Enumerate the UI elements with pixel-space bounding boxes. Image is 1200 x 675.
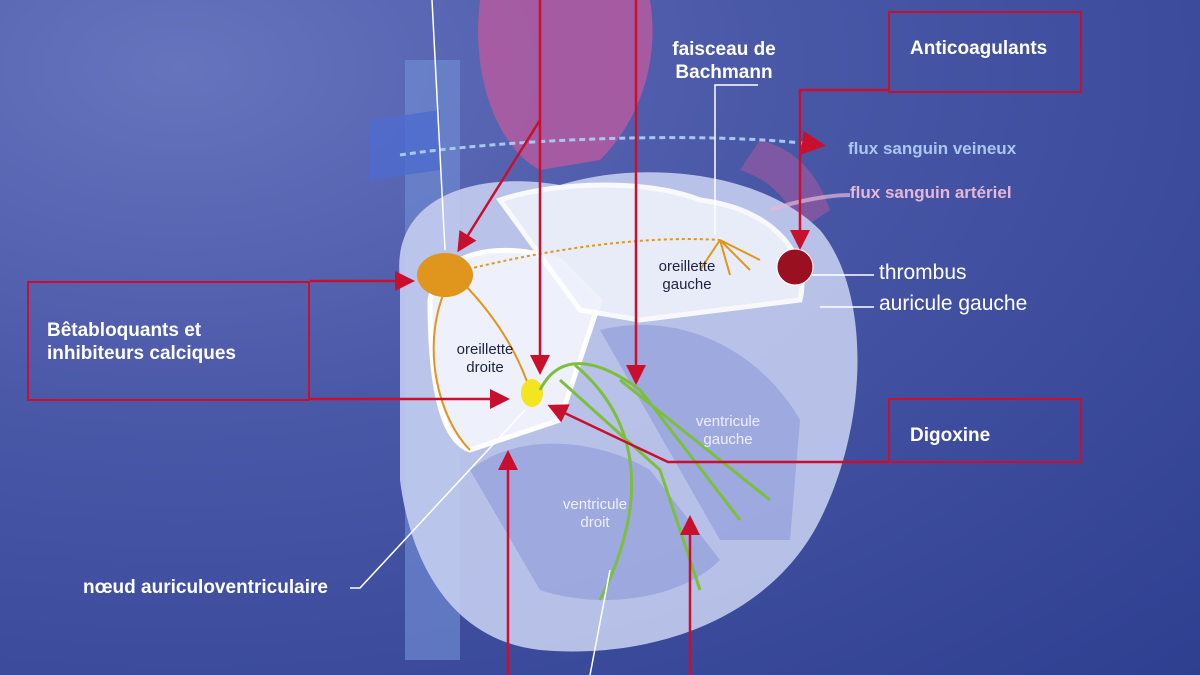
faisceau-label: faisceau de Bachmann — [672, 39, 776, 83]
oreillette-gauche-label: oreillette gauche — [658, 258, 716, 293]
digoxine-label: Digoxine — [910, 425, 991, 446]
thrombus — [776, 248, 814, 286]
ventricule-droit-label: ventricule droit — [562, 496, 628, 531]
flux-arteriel-label: flux sanguin artériel — [850, 183, 1012, 202]
anticoagulants-box — [888, 11, 1082, 93]
betabloquants-label: Bêtabloquants et inhibiteurs calciques — [47, 320, 236, 364]
ventricule-gauche-label: ventricule gauche — [695, 413, 761, 448]
flux-veineux-label: flux sanguin veineux — [848, 139, 1017, 158]
noeud-av-label: nœud auriculoventriculaire — [83, 577, 328, 598]
thrombus-label: thrombus — [879, 261, 967, 284]
betabloquants-box — [27, 281, 310, 401]
auricule-label: auricule gauche — [879, 292, 1028, 315]
digoxine-box — [888, 398, 1082, 463]
oreillette-droite-label: oreillette droite — [456, 341, 514, 376]
av-node — [521, 379, 543, 407]
aorta — [478, 0, 653, 170]
anticoagulants-label: Anticoagulants — [910, 38, 1048, 59]
